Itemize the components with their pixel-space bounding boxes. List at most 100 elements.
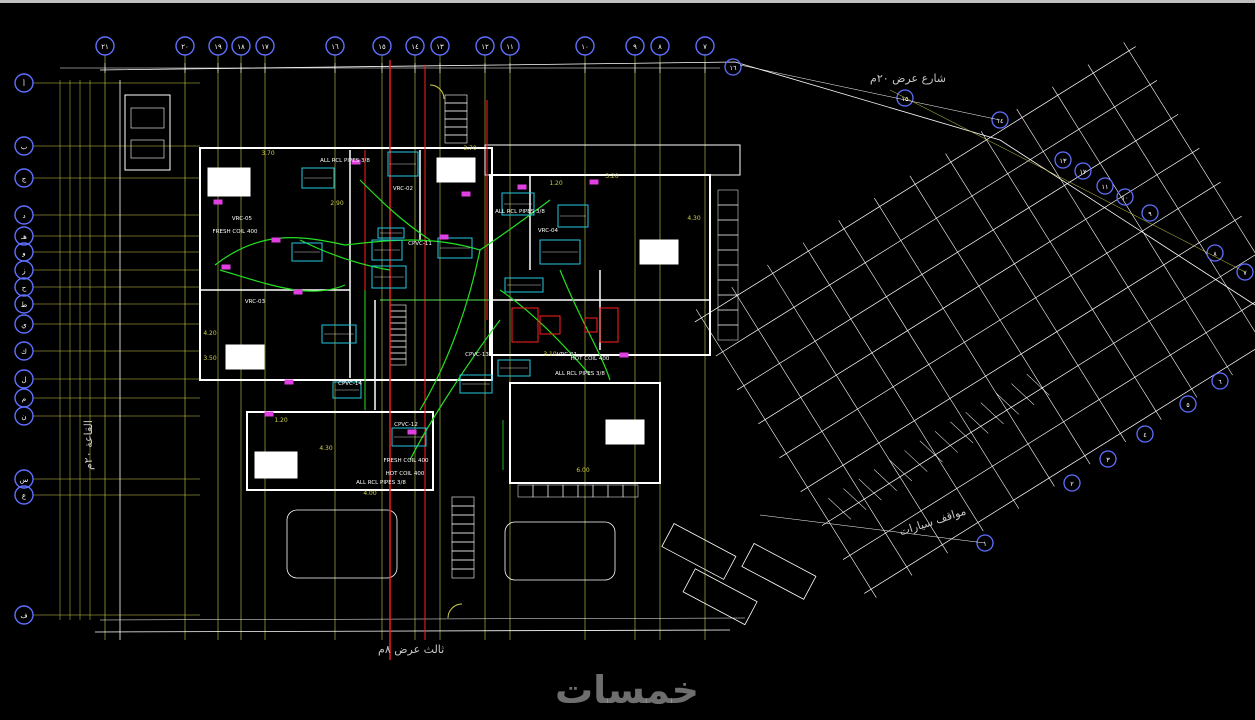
- equipment-tag-box: [539, 239, 581, 265]
- equipment-tag-box: [504, 277, 544, 293]
- equipment-tag-label: FRESH COIL 400: [384, 458, 429, 464]
- parked-car: [682, 568, 758, 626]
- grid-bubble-top-label: ١٦: [331, 43, 339, 51]
- grid-bubble-left: [14, 314, 34, 334]
- stair-tread: [532, 484, 549, 498]
- grid-bubble-right-label: ٥: [1186, 401, 1190, 409]
- grid-bubble-top: [231, 36, 251, 56]
- grid-bubble-top: [695, 36, 715, 56]
- grid-bubble-top-label: ٧: [703, 43, 707, 51]
- stair-tread: [389, 322, 407, 330]
- parking-grid-line: [1123, 42, 1255, 331]
- grid-bubble-top: [325, 36, 345, 56]
- duct-path: [479, 199, 551, 251]
- equipment-tag-label: HOT COIL 400: [386, 471, 425, 477]
- parking-grid-line: [767, 264, 948, 554]
- stair-tread: [562, 484, 579, 498]
- door-swing: [447, 603, 463, 619]
- equipment-tag-box: [437, 237, 473, 259]
- dimension-label: 3.10: [543, 351, 557, 358]
- stair-tread: [389, 340, 407, 348]
- grid-bubble-left: [14, 226, 34, 246]
- stair-tread: [451, 559, 475, 570]
- grid-bubble-left: [14, 205, 34, 225]
- bed-icon: [639, 239, 679, 265]
- grid-bubble-left: [14, 406, 34, 426]
- grid-bubble-right: [1099, 450, 1117, 468]
- grid-bubble-left: [14, 260, 34, 280]
- grid-bubble-right: [976, 534, 994, 552]
- grid-bubble-right: [1096, 177, 1114, 195]
- grid-bubble-left-label: ف: [20, 612, 27, 620]
- grid-bubble-right-label: ١٠: [1122, 194, 1129, 202]
- grid-bubble-left-label: ع: [22, 492, 27, 500]
- grid-bubble-top-label: ٨: [658, 43, 662, 51]
- equipment-tag-label: VRC-01: [557, 352, 577, 358]
- stair-tread: [717, 204, 739, 221]
- dimension-label: 4.30: [319, 445, 333, 452]
- stair-tread: [622, 484, 639, 498]
- parking-grid-line: [996, 392, 1020, 415]
- stair-tread: [451, 541, 475, 552]
- garden-block: [504, 521, 616, 581]
- parking-grid-line: [695, 309, 877, 598]
- bed-icon: [225, 344, 265, 370]
- grid-bubble-top-label: ١٢: [481, 43, 489, 51]
- stair-tread: [717, 324, 739, 341]
- stair-tread: [451, 505, 475, 516]
- grid-bubble-top-label: ٢٠: [181, 43, 189, 51]
- grid-bubble-left-label: ل: [21, 376, 26, 384]
- sofa-icon: [511, 307, 539, 343]
- grid-bubble-left-label: ج: [22, 175, 27, 183]
- parking-grid-line: [1087, 64, 1255, 354]
- equipment-tag-label: HOT COIL 400: [571, 356, 610, 362]
- grid-bubble-right-label: ٤: [1143, 431, 1147, 439]
- equipment-tag-label: VRC-05: [232, 216, 253, 222]
- parking-grid-line: [965, 412, 989, 434]
- leader-line: [889, 89, 1246, 273]
- equipment-tag-label: CPVC-13: [465, 352, 489, 358]
- diffuser-marker: [461, 191, 471, 197]
- grid-bubble-right-label: ٨: [1213, 250, 1217, 258]
- stair-tread: [389, 310, 407, 318]
- equipment-tag-box: [371, 239, 403, 261]
- dimension-label: 1.20: [274, 417, 288, 424]
- grid-bubble-left: [14, 369, 34, 389]
- dimension-label: 6.00: [576, 467, 590, 474]
- grid-bubble-left: [14, 605, 34, 625]
- grid-bubble-top: [175, 36, 195, 56]
- stair-tread: [717, 234, 739, 251]
- parked-cars: [661, 523, 817, 626]
- stair-tread: [444, 134, 468, 144]
- parking-grid-line: [904, 450, 928, 472]
- grid-bubble-top: [625, 36, 645, 56]
- grid-bubble-left-label: هـ: [20, 233, 27, 241]
- diffuser-marker: [264, 411, 274, 417]
- grid-bubble-top-label: ١٠: [581, 43, 589, 51]
- grid-bubble-top: [430, 36, 450, 56]
- grid-bubble-right-label: ١٥: [902, 95, 909, 103]
- parking-grid-line: [731, 286, 913, 576]
- stair-tread: [389, 328, 407, 336]
- duct-path: [419, 249, 481, 411]
- grid-bubble-right-label: ١٣: [1060, 157, 1067, 165]
- grid-bubble-top: [95, 36, 115, 56]
- stair-tread: [444, 118, 468, 128]
- stair-tread: [592, 484, 609, 498]
- grid-bubble-top: [208, 36, 228, 56]
- diffuser-marker: [407, 429, 417, 435]
- duct-path: [344, 239, 481, 251]
- dimension-label: 3.20: [605, 173, 619, 180]
- stair-tread: [389, 352, 407, 360]
- stair-tread: [607, 484, 624, 498]
- equipment-tag-box: [291, 242, 323, 262]
- grid-bubble-right: [1074, 162, 1092, 180]
- equipment-tag-label: ALL RCL PIPES 3/8: [495, 209, 545, 215]
- dimension-label: 2.90: [330, 200, 344, 207]
- leader-line: [759, 514, 986, 544]
- grid-bubble-top-label: ١٥: [378, 43, 386, 51]
- diffuser-marker: [517, 184, 527, 190]
- duct-path: [299, 239, 391, 271]
